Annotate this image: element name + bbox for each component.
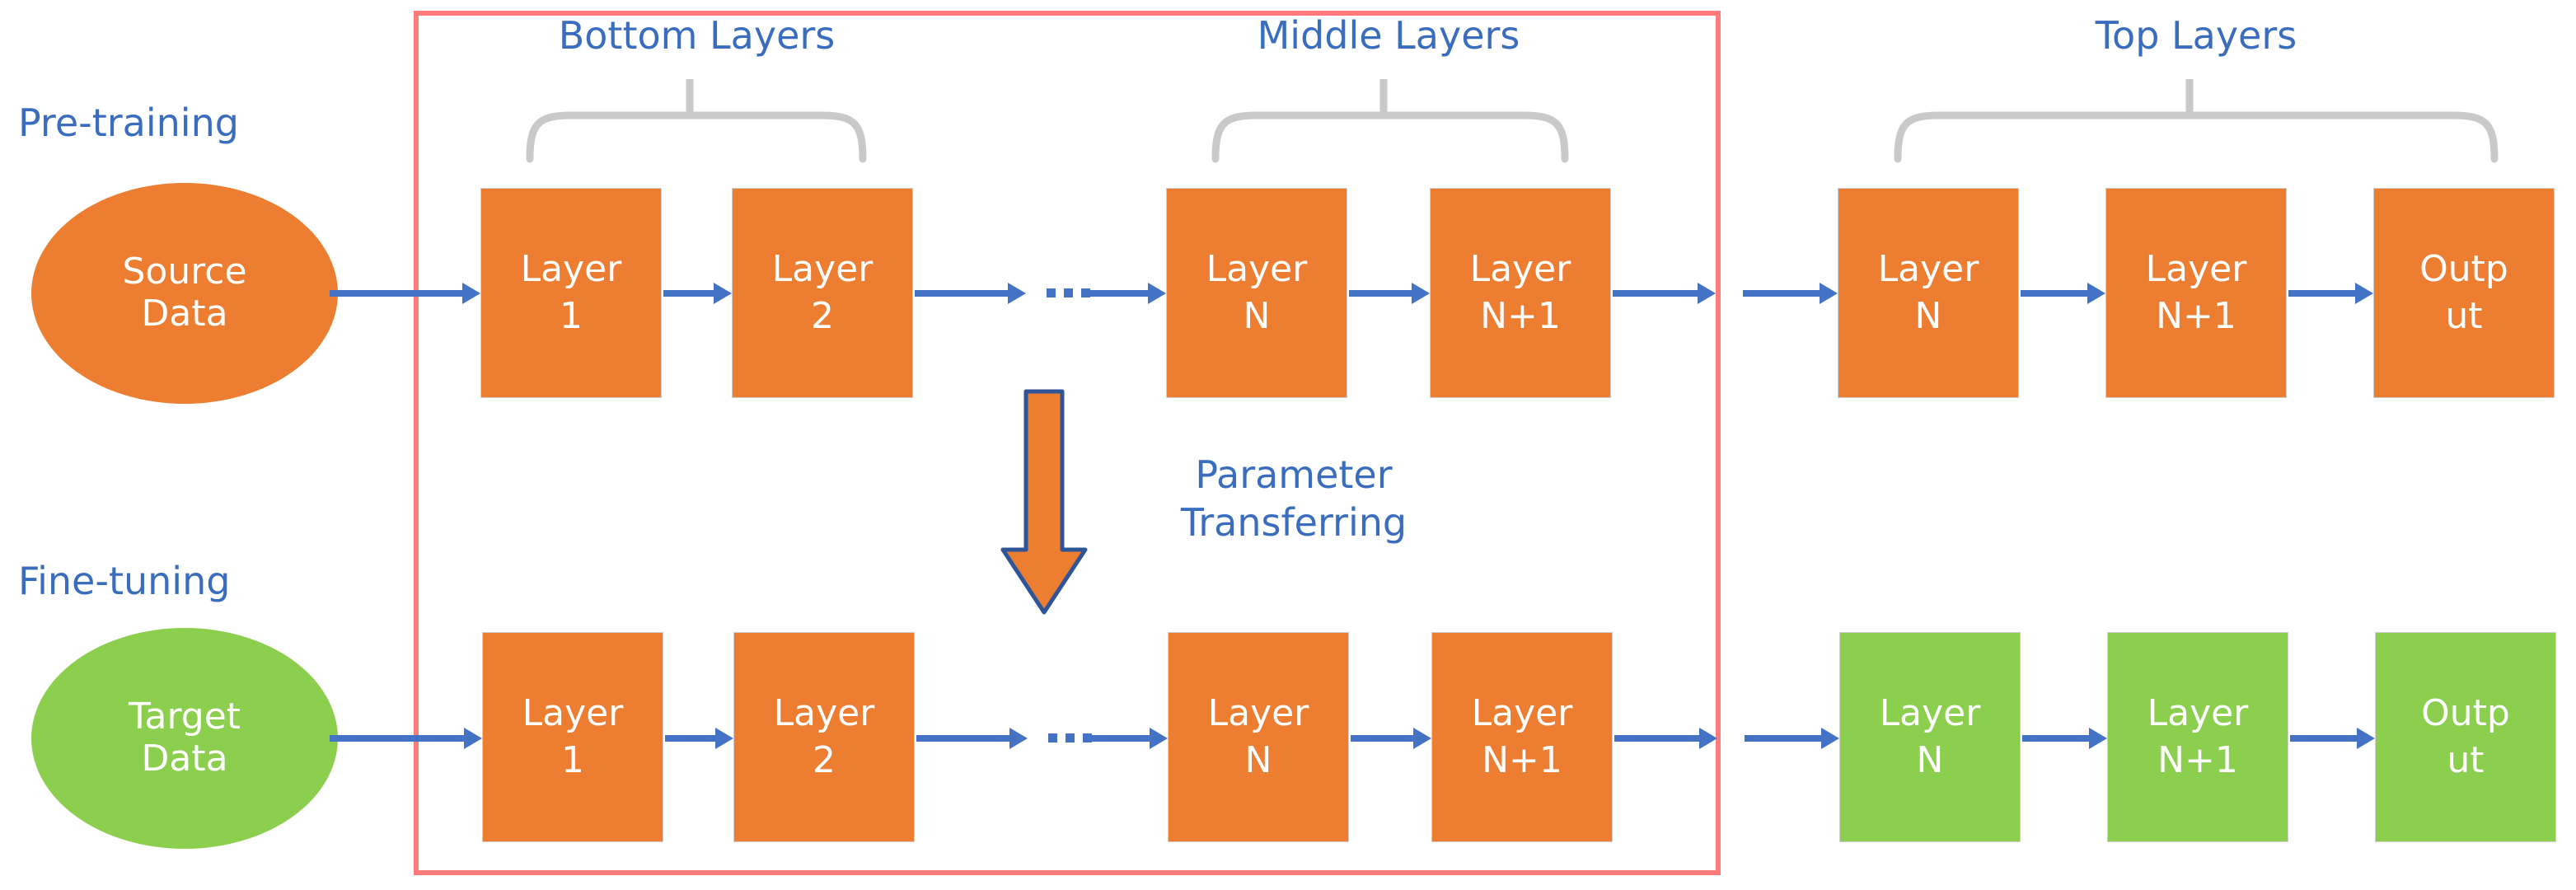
box-line2: 2 [811,294,834,337]
arrow-pretraining-1-to-2 [663,283,732,304]
finetuning-layer-box-2[interactable]: Layer 2 [733,632,915,842]
finetuning-layer-box-1[interactable]: Layer 1 [482,632,663,842]
arrow-pretraining-n-to-n1 [1349,283,1430,304]
finetuning-output-box[interactable]: Outp ut [2375,632,2556,842]
parameter-transfer-arrow [999,389,1089,616]
box-line1: Layer [1879,692,1981,735]
box-line2: N [1916,738,1944,781]
box-line1: Layer [1877,248,1979,291]
pretraining-layer-box-n[interactable]: Layer N [1166,188,1347,398]
source-data-line2: Data [141,293,228,335]
box-line1: Layer [2147,692,2249,735]
arrow-target-to-layer1 [330,728,482,749]
box-line2: N+1 [2157,738,2238,781]
arrow-finetuning-top-n-to-top-n1 [2022,728,2107,749]
box-line1: Layer [1471,692,1573,735]
brace-bottom-layers [523,73,869,163]
box-line2: N [1914,294,1942,337]
source-data-line1: Source [122,251,247,293]
arrow-finetuning-n-to-n1 [1351,728,1431,749]
box-line1: Layer [520,248,622,291]
box-line1: Layer [1206,248,1308,291]
box-line2: 2 [813,738,836,781]
box-line2: ut [2447,738,2485,781]
arrow-pretraining-n1-to-region-edge [1613,283,1716,304]
finetuning-top-layer-box-n-plus-1[interactable]: Layer N+1 [2107,632,2288,842]
arrow-finetuning-2-to-ellipsis [916,728,1028,749]
box-line1: Outp [2419,248,2508,291]
transfer-caption-line1: Parameter [1195,452,1393,497]
box-line1: Layer [522,692,624,735]
brace-middle-layers [1209,73,1571,163]
parameter-transfer-caption: Parameter Transferring [1121,452,1467,546]
box-line1: Layer [1207,692,1309,735]
pretraining-layer-box-2[interactable]: Layer 2 [732,188,913,398]
pretraining-top-layer-box-n[interactable]: Layer N [1838,188,2019,398]
arrow-finetuning-ellipsis-to-n [1084,728,1168,749]
finetuning-top-layer-box-n[interactable]: Layer N [1839,632,2021,842]
phase-label-finetuning: Fine-tuning [18,559,231,603]
box-line2: N [1243,294,1271,337]
box-line2: 1 [561,738,584,781]
box-line1: Outp [2421,692,2510,735]
arrow-pretraining-top-n1-to-output [2288,283,2373,304]
pretraining-output-box[interactable]: Outp ut [2373,188,2555,398]
pretraining-layer-box-1[interactable]: Layer 1 [480,188,662,398]
box-line2: N+1 [1480,294,1561,337]
box-line1: Layer [771,248,873,291]
arrow-pretraining-region-edge-to-top-n [1743,283,1838,304]
arrow-finetuning-1-to-2 [665,728,733,749]
arrow-finetuning-top-n1-to-output [2290,728,2375,749]
group-label-bottom-layers: Bottom Layers [558,13,836,58]
target-data-node[interactable]: Target Data [31,628,338,849]
source-data-node[interactable]: Source Data [31,183,338,404]
box-line2: ut [2445,294,2483,337]
box-line2: N+1 [1482,738,1562,781]
phase-label-pretraining: Pre-training [18,101,239,145]
arrow-source-to-layer1 [330,283,480,304]
arrow-pretraining-top-n-to-top-n1 [2021,283,2105,304]
arrow-finetuning-region-edge-to-top-n [1745,728,1839,749]
group-label-top-layers: Top Layers [2095,13,2297,58]
target-data-line2: Data [141,738,228,780]
finetuning-layer-box-n-plus-1[interactable]: Layer N+1 [1431,632,1613,842]
arrow-pretraining-2-to-ellipsis [915,283,1026,304]
finetuning-layer-box-n[interactable]: Layer N [1168,632,1349,842]
box-line2: N [1244,738,1272,781]
box-line1: Layer [773,692,875,735]
pretraining-top-layer-box-n-plus-1[interactable]: Layer N+1 [2105,188,2287,398]
shared-parameters-region-frame [414,11,1721,875]
arrow-finetuning-n1-to-region-edge [1614,728,1717,749]
target-data-line1: Target [128,696,241,738]
arrow-pretraining-ellipsis-to-n [1082,283,1166,304]
box-line2: 1 [560,294,583,337]
brace-top-layers [1891,73,2501,163]
box-line2: N+1 [2156,294,2236,337]
box-line1: Layer [1469,248,1571,291]
box-line1: Layer [2145,248,2247,291]
pretraining-layer-box-n-plus-1[interactable]: Layer N+1 [1430,188,1611,398]
transfer-caption-line2: Transferring [1180,499,1407,545]
group-label-middle-layers: Middle Layers [1257,13,1520,58]
